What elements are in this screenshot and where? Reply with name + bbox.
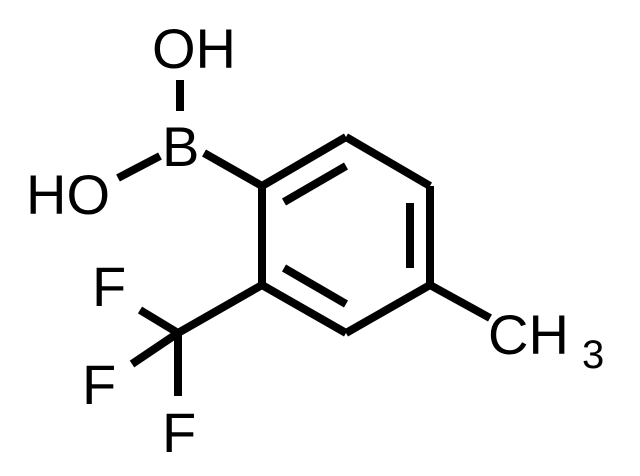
atom-boron: B: [162, 115, 199, 178]
bond-ring-methyl: [428, 281, 492, 322]
boronic-acid-group: OH B HO: [26, 17, 264, 226]
ring-double-bond-inner-3: [281, 264, 349, 308]
atom-oh-left: HO: [26, 163, 110, 226]
atom-f-top: F: [92, 255, 126, 318]
benzene-ring: [258, 133, 434, 337]
bond-boron-oh-left: [116, 152, 162, 182]
methyl-group: CH 3: [428, 281, 604, 377]
bond-cf3-f-top: [137, 306, 181, 337]
trifluoromethyl-group: F F F: [82, 255, 264, 464]
atom-f-bottom: F: [162, 401, 196, 464]
atom-f-middle: F: [82, 353, 116, 416]
bond-ring-cf3: [176, 281, 264, 337]
atom-methyl-subscript: 3: [582, 333, 604, 377]
atom-methyl-ch: CH: [488, 303, 569, 366]
ring-bond-c5-c6: [260, 281, 348, 337]
atom-oh-top: OH: [152, 17, 236, 80]
ring-double-bond-inner-1: [281, 162, 349, 206]
ring-bond-c1-c2: [259, 133, 349, 190]
ring-bond-c4-c5: [344, 281, 432, 337]
bond-ring-boron: [202, 149, 264, 190]
bond-cf3-f-middle: [129, 329, 181, 368]
ring-bond-c2-c3: [343, 133, 433, 190]
